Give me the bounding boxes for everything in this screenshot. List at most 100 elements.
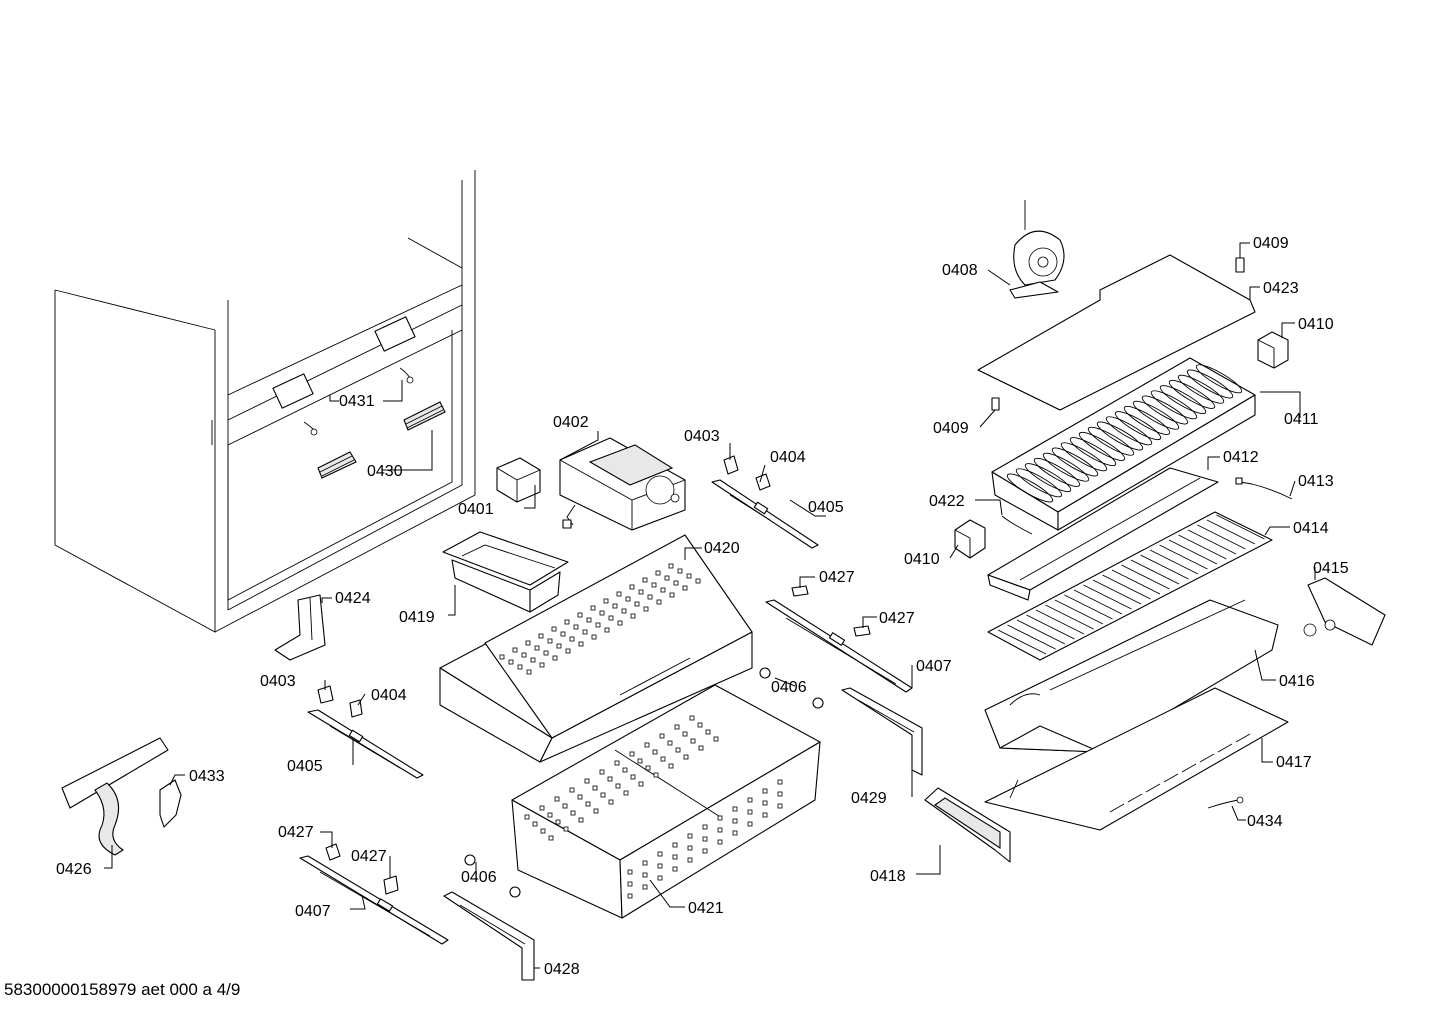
vent-slot (1145, 783, 1161, 793)
part-0407-left (299, 855, 449, 945)
coil-loop (1150, 390, 1198, 420)
basket-hole (578, 641, 584, 647)
coil-loop (1141, 395, 1189, 425)
part-0416 (984, 599, 1279, 753)
part-0406-right (759, 667, 824, 709)
basket-hole (582, 629, 588, 635)
basket-hole (599, 610, 605, 616)
callout-0427: 0427 (351, 848, 387, 865)
basket-hole (578, 817, 584, 823)
grid-bar (1121, 564, 1170, 590)
basket-hole (517, 664, 523, 670)
basket-hole (525, 640, 531, 646)
callout-0405: 0405 (287, 758, 323, 775)
callout-0407: 0407 (916, 658, 952, 675)
basket-hole (555, 819, 561, 825)
part-0417 (984, 687, 1289, 831)
coil-loop (1177, 374, 1225, 404)
basket-hole (599, 769, 605, 775)
coil-loop (1042, 452, 1090, 482)
callout-0418: 0418 (870, 868, 906, 885)
part-0408 (1009, 200, 1065, 299)
vent-slot (1109, 803, 1125, 813)
basket-hole (777, 803, 783, 809)
part-0426 (61, 737, 169, 856)
grid-bar (1102, 574, 1151, 600)
part-0418 (924, 787, 1011, 863)
part-0429 (841, 687, 923, 776)
basket-hole (717, 827, 723, 833)
grid-bar (1083, 584, 1132, 610)
basket-hole (644, 742, 650, 748)
grid-bar (1149, 549, 1199, 575)
part-0427-left-b (383, 875, 399, 895)
basket-hole (530, 657, 536, 663)
part-0420 (439, 534, 753, 763)
callout-0424: 0424 (335, 590, 371, 607)
basket-hole (702, 836, 708, 842)
basket-hole (554, 796, 560, 802)
grid-bar (1168, 539, 1218, 565)
basket-hole (777, 779, 783, 785)
basket-hole (512, 647, 518, 653)
basket-hole (672, 854, 678, 860)
basket-hole (638, 781, 644, 787)
leader-lines (104, 242, 1316, 969)
grid-bar (1026, 614, 1075, 640)
callout-0430: 0430 (367, 463, 403, 480)
basket-hole (668, 763, 674, 769)
part-0424 (274, 594, 326, 661)
basket-hole (637, 758, 643, 764)
basket-hole (563, 826, 569, 832)
grid-bar (997, 629, 1047, 655)
basket-hole (543, 650, 549, 656)
basket-hole (732, 830, 738, 836)
basket-hole (652, 749, 658, 755)
coil-loop (1168, 379, 1216, 409)
basket-hole (642, 860, 648, 866)
grid-bar (1054, 599, 1104, 625)
callout-0401: 0401 (458, 501, 494, 518)
basket-hole (682, 585, 688, 591)
basket-hole (538, 633, 544, 639)
basket-hole (689, 715, 695, 721)
part-0434 (1207, 796, 1244, 809)
basket-hole (713, 736, 719, 742)
callout-0420: 0420 (704, 540, 740, 557)
coil-loop (1078, 431, 1126, 461)
basket-hole (657, 851, 663, 857)
part-0403-top (723, 455, 739, 475)
callout-0406: 0406 (461, 869, 497, 886)
part-0415 (1303, 577, 1386, 646)
basket-hole (717, 815, 723, 821)
basket-hole (634, 601, 640, 607)
grid-bar (1064, 594, 1113, 620)
basket-hole (653, 772, 659, 778)
basket-hole (747, 821, 753, 827)
grid-bar (1035, 609, 1085, 635)
basket-hole (638, 589, 644, 595)
callout-0412: 0412 (1223, 449, 1259, 466)
vent-slot (1163, 773, 1179, 783)
callout-0403: 0403 (260, 673, 296, 690)
basket-hole (687, 833, 693, 839)
part-0427-mid-b (853, 625, 871, 637)
basket-hole (656, 599, 662, 605)
basket-hole (762, 800, 768, 806)
vent-grille-left (317, 451, 357, 479)
part-0412 (987, 467, 1219, 601)
callout-0408: 0408 (942, 262, 978, 279)
basket-hole (560, 631, 566, 637)
part-0411 (991, 357, 1256, 531)
basket-hole (539, 805, 545, 811)
basket-hole (524, 814, 530, 820)
part-0404-top (755, 473, 771, 491)
basket-hole (627, 869, 633, 875)
basket-hole (585, 801, 591, 807)
callout-0404: 0404 (371, 687, 407, 704)
grid-bar (1216, 514, 1265, 540)
part-0405-top (711, 479, 819, 549)
basket-hole (647, 594, 653, 600)
callout-0421: 0421 (688, 900, 724, 917)
basket-hole (687, 857, 693, 863)
